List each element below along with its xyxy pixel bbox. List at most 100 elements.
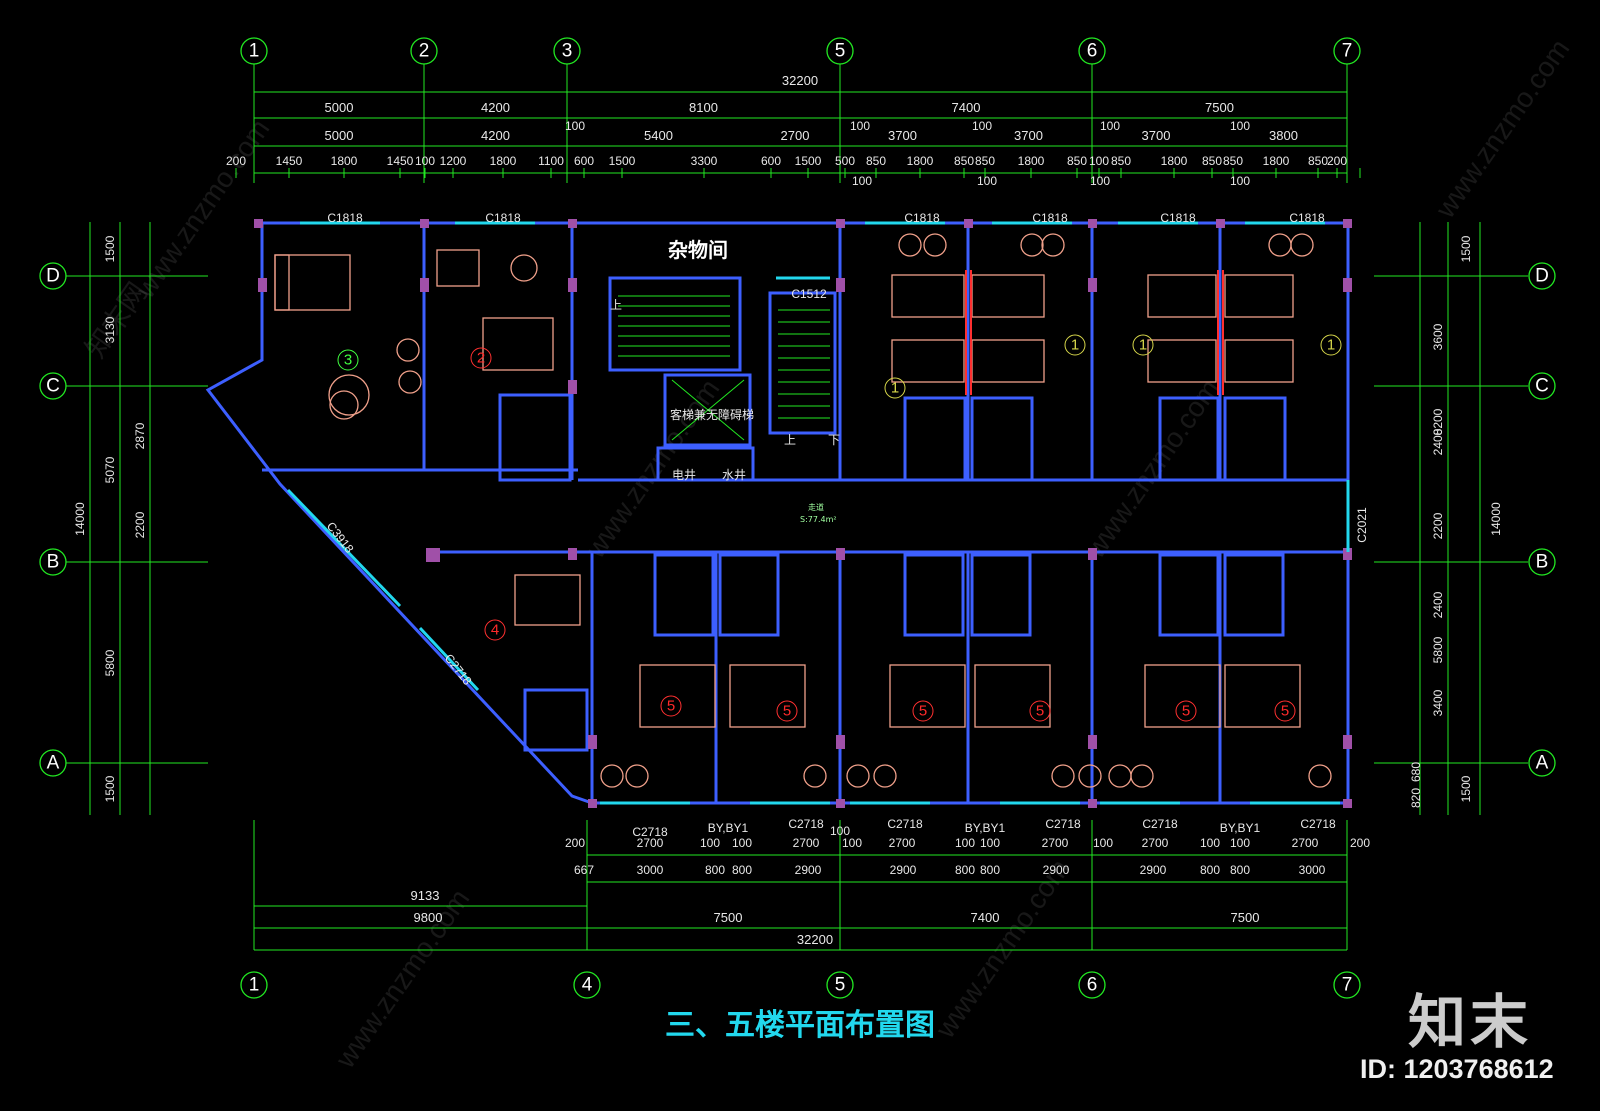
grid-bubble-column: 5	[835, 975, 846, 996]
window-label: C2718	[442, 651, 475, 688]
dim-text: 100	[1230, 174, 1250, 188]
electrical-shaft-label: 电井	[672, 468, 696, 482]
dim-text: 100	[852, 174, 872, 188]
dim-text: 200	[1350, 836, 1370, 850]
grid-bubble-column-circle	[240, 37, 268, 65]
window-label: C2021	[1355, 507, 1369, 543]
dim-text: 1800	[331, 154, 358, 168]
window-label: C1512	[791, 287, 827, 301]
grid-bubble-column: 7	[1342, 41, 1353, 62]
room-tag-king: 5	[919, 703, 927, 720]
grid-bubble-row-circle	[39, 749, 67, 777]
grid-bubble-row: C	[1535, 376, 1549, 397]
dim-text: 100	[1100, 119, 1120, 133]
dim-text: 800	[1200, 863, 1220, 877]
dim-text: 1800	[490, 154, 517, 168]
grid-bubble-column-circle	[826, 37, 854, 65]
window-label: C1818	[485, 211, 521, 225]
dim-text: 5800	[1431, 636, 1445, 663]
grid-bubble-column-circle	[240, 971, 268, 999]
dim-text: 1500	[1459, 235, 1473, 262]
dim-text: 100	[1230, 836, 1250, 850]
grid-bubble-row: D	[46, 266, 60, 287]
dim-text: 3600	[1431, 323, 1445, 350]
dim-text: 2700	[793, 836, 820, 850]
dim-text: 7500	[1205, 100, 1234, 115]
bed-divider-partitions	[965, 270, 1224, 395]
grid-bubble-column-circle	[826, 971, 854, 999]
dim-text: 1800	[1263, 154, 1290, 168]
window-label: C1818	[327, 211, 363, 225]
dim-text: 5400	[644, 128, 673, 143]
dim-text: 1100	[538, 154, 564, 168]
grid-bubble-column: 6	[1087, 41, 1098, 62]
dim-text: 850	[1202, 154, 1222, 168]
dim-text: 850	[1067, 154, 1087, 168]
stair-treads	[618, 295, 830, 441]
dim-text: 100	[700, 836, 720, 850]
dim-text: 5000	[325, 128, 354, 143]
grid-bubble-column: 4	[582, 975, 593, 996]
dim-text: 5000	[325, 100, 354, 115]
grid-bubble-column-circle	[553, 37, 581, 65]
dim-text: 850	[866, 154, 886, 168]
dim-text: 100	[1200, 836, 1220, 850]
dim-text: 7500	[714, 910, 743, 925]
window-label: C2718	[887, 817, 923, 831]
dim-text: 1500	[103, 235, 117, 262]
dim-text: 100	[850, 119, 870, 133]
dim-text: 1500	[1459, 775, 1473, 802]
room-tag-suite-2: 2	[477, 350, 485, 367]
grid-bubble-column: 1	[249, 975, 260, 996]
dim-text: 7500	[1231, 910, 1260, 925]
dim-text: 100	[842, 836, 862, 850]
window-label: C2718	[632, 825, 668, 839]
dim-text: 100	[565, 119, 585, 133]
elevator-label: 客梯兼无障碍梯	[670, 407, 754, 422]
dim-text: 3130	[103, 316, 117, 343]
dim-text: 8100	[689, 100, 718, 115]
dim-text: 667	[574, 863, 594, 877]
dim-text: 3000	[637, 863, 664, 877]
dim-text: 680	[1409, 762, 1423, 782]
dim-text: 5070	[103, 456, 117, 483]
grid-bubble-row: D	[1535, 266, 1549, 287]
dim-text: 3700	[888, 128, 917, 143]
dim-text: 850	[1308, 154, 1328, 168]
dim-text: 14000	[73, 502, 87, 536]
structural-columns	[254, 219, 1352, 808]
window-label: C2718	[1045, 817, 1081, 831]
window-label: BY,BY1	[708, 821, 749, 835]
storage-room-label: 杂物间	[668, 238, 728, 262]
grid-bubble-column-circle	[1078, 971, 1106, 999]
dim-text: 3400	[1431, 689, 1445, 716]
dim-text: 2700	[781, 128, 810, 143]
dim-text: 100	[1090, 174, 1110, 188]
dim-text: 100	[1093, 836, 1113, 850]
grid-bubble-row-circle	[39, 548, 67, 576]
dim-text: 7400	[952, 100, 981, 115]
room-tag-king: 5	[1182, 703, 1190, 720]
grid-bubble-column: 1	[249, 41, 260, 62]
grid-bubble-column-circle	[573, 971, 601, 999]
window-label: C1818	[1032, 211, 1068, 225]
dim-text: 2870	[133, 422, 147, 449]
dim-text: 100	[1089, 154, 1109, 168]
grid-bubble-column-circle	[1333, 37, 1361, 65]
grid-bubble-row-circle	[1528, 749, 1556, 777]
grid-bubble-column: 6	[1087, 975, 1098, 996]
furniture	[274, 233, 1332, 788]
dim-text: 2900	[1043, 863, 1070, 877]
grid-bubble-row-circle	[39, 372, 67, 400]
dim-text: 2700	[637, 836, 664, 850]
dim-text: 200	[226, 154, 246, 168]
window-glazing	[286, 221, 1350, 805]
window-label: C1818	[904, 211, 940, 225]
dim-text: 9800	[414, 910, 443, 925]
dim-text: 1500	[609, 154, 636, 168]
dim-text: 2200	[1431, 512, 1445, 539]
watermark-text: www.znzmo.com	[1079, 374, 1225, 565]
dim-text-overall: 32200	[782, 73, 818, 88]
room-tag-king: 5	[667, 698, 675, 715]
dim-text: 850	[954, 154, 974, 168]
